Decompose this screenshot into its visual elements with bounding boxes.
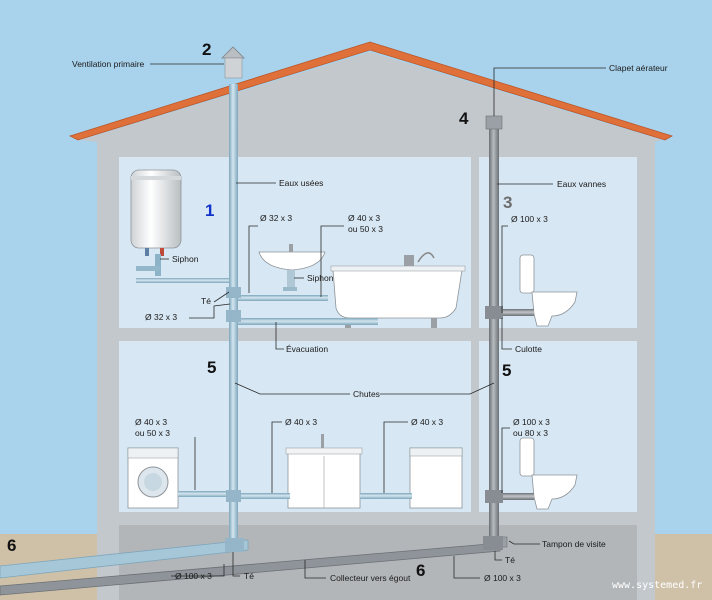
roof bbox=[68, 41, 673, 141]
label-collecteur: Collecteur vers égout bbox=[330, 573, 411, 583]
horizontal-pipes bbox=[136, 266, 534, 500]
marker-6-mid: 6 bbox=[416, 561, 425, 580]
marker-5-left: 5 bbox=[207, 358, 216, 377]
label-eaux-usees: Eaux usées bbox=[279, 178, 323, 188]
label-diameter-50-bath: ou 50 x 3 bbox=[348, 224, 383, 234]
label-te-right: Té bbox=[505, 555, 515, 565]
marker-2: 2 bbox=[202, 40, 211, 59]
label-diameter-40-wm: Ø 40 x 3 bbox=[135, 417, 167, 427]
marker-1: 1 bbox=[205, 201, 214, 220]
label-te-upper: Té bbox=[201, 296, 211, 306]
label-te-bottom: Té bbox=[244, 571, 254, 581]
label-ventilation-primaire: Ventilation primaire bbox=[72, 59, 145, 69]
label-diameter-100-bottom-right: Ø 100 x 3 bbox=[484, 573, 521, 583]
label-clapet-aerateur: Clapet aérateur bbox=[609, 63, 668, 73]
label-culotte: Culotte bbox=[515, 344, 542, 354]
stack-dark bbox=[489, 128, 499, 548]
label-siphon-heater: Siphon bbox=[172, 254, 199, 264]
toilet-lower bbox=[519, 437, 578, 510]
label-chutes: Chutes bbox=[353, 389, 380, 399]
label-tampon-de-visite: Tampon de visite bbox=[542, 539, 606, 549]
bathtub bbox=[330, 252, 466, 328]
dishwasher bbox=[409, 447, 463, 509]
watermark: www.systemed.fr bbox=[612, 580, 702, 591]
label-diameter-100-bottom-left: Ø 100 x 3 bbox=[175, 571, 212, 581]
clapet-aerateur-icon bbox=[485, 115, 503, 130]
label-diameter-40-bath: Ø 40 x 3 bbox=[348, 213, 380, 223]
basement bbox=[119, 525, 637, 600]
label-diameter-50-wm: ou 50 x 3 bbox=[135, 428, 170, 438]
label-diameter-40-dishwasher: Ø 40 x 3 bbox=[411, 417, 443, 427]
bathroom-sink bbox=[258, 244, 326, 291]
sewer-collector-dark bbox=[0, 542, 501, 596]
label-diameter-32-upper: Ø 32 x 3 bbox=[260, 213, 292, 223]
washing-machine bbox=[127, 447, 179, 509]
label-diameter-80-toilet: ou 80 x 3 bbox=[513, 428, 548, 438]
marker-5-right: 5 bbox=[502, 361, 511, 380]
label-diameter-32-lower: Ø 32 x 3 bbox=[145, 312, 177, 322]
label-diameter-100-upper: Ø 100 x 3 bbox=[511, 214, 548, 224]
leader-lines bbox=[150, 63, 606, 579]
toilet-upper bbox=[519, 254, 578, 327]
water-heater bbox=[130, 169, 182, 276]
label-evacuation: Évacuation bbox=[286, 344, 328, 354]
marker-6-left: 6 bbox=[7, 536, 16, 555]
marker-4: 4 bbox=[459, 109, 469, 128]
label-eaux-vannes: Eaux vannes bbox=[557, 179, 606, 189]
marker-3: 3 bbox=[503, 193, 512, 212]
attic bbox=[80, 52, 662, 142]
label-siphon-sink: Siphon bbox=[307, 273, 334, 283]
sewer-collector bbox=[0, 539, 249, 579]
sink-cabinet bbox=[285, 434, 363, 509]
label-diameter-100-toilet: Ø 100 x 3 bbox=[513, 417, 550, 427]
label-diameter-40-cabinet: Ø 40 x 3 bbox=[285, 417, 317, 427]
